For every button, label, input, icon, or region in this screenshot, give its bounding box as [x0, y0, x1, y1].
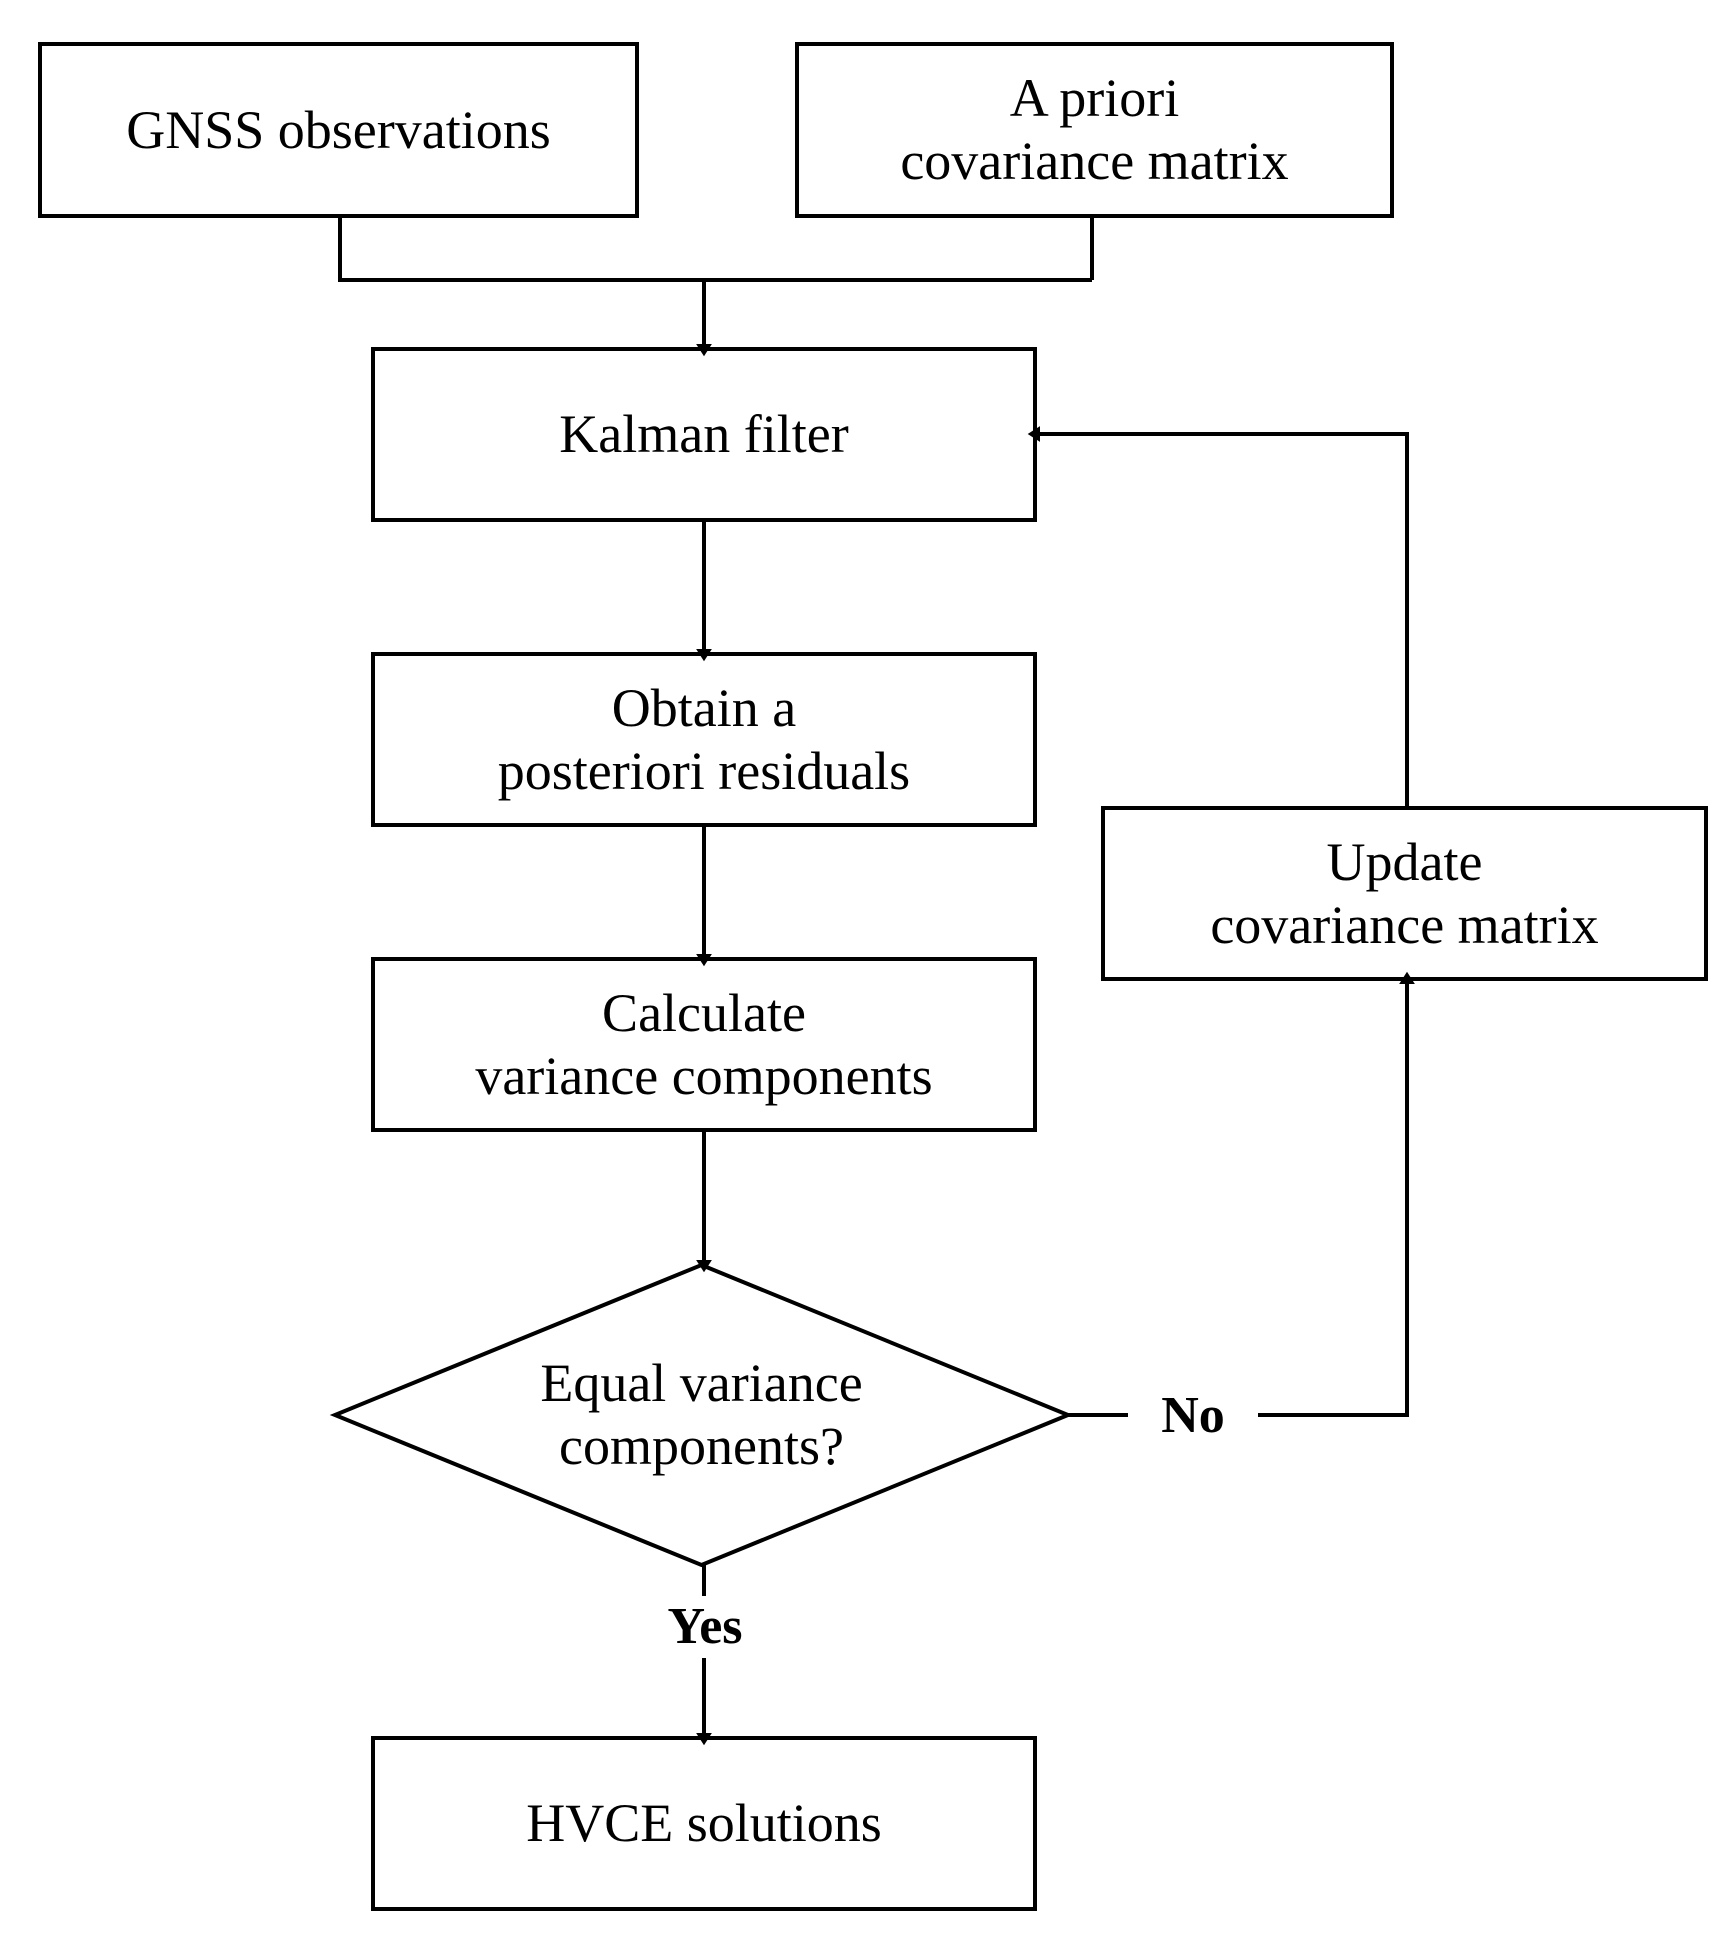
- node-equal-variance-components-decision-hit[interactable]: [335, 1265, 1068, 1565]
- node-hvce-solutions-hit[interactable]: [373, 1738, 1035, 1909]
- node-calculate-variance-components-hit[interactable]: [373, 959, 1035, 1130]
- edge-update-to-kalman: [1027, 426, 1409, 808]
- edge-label-yes: Yes: [667, 1598, 743, 1655]
- node-update-covariance-matrix: [1101, 806, 1708, 981]
- node-update-covariance-matrix-hit[interactable]: [1103, 808, 1706, 979]
- node-equal-variance-components-decision: [329, 1262, 1074, 1568]
- edge-decision-no-to-update-b: [1258, 971, 1415, 1417]
- node-gnss-observations-hit[interactable]: [40, 44, 637, 216]
- node-obtain-a-posteriori-residuals-hit[interactable]: [373, 654, 1035, 825]
- edge-label-no: No: [1161, 1387, 1225, 1444]
- edge-gnss-to-junction: [338, 216, 1092, 282]
- node-obtain-a-posteriori-residuals: [371, 652, 1037, 827]
- node-hvce-solutions: [371, 1736, 1037, 1911]
- node-a-priori-covariance-matrix: [795, 42, 1394, 218]
- node-kalman-filter-hit[interactable]: [373, 349, 1035, 520]
- node-a-priori-covariance-matrix-hit[interactable]: [797, 44, 1392, 216]
- node-gnss-observations: [38, 42, 639, 218]
